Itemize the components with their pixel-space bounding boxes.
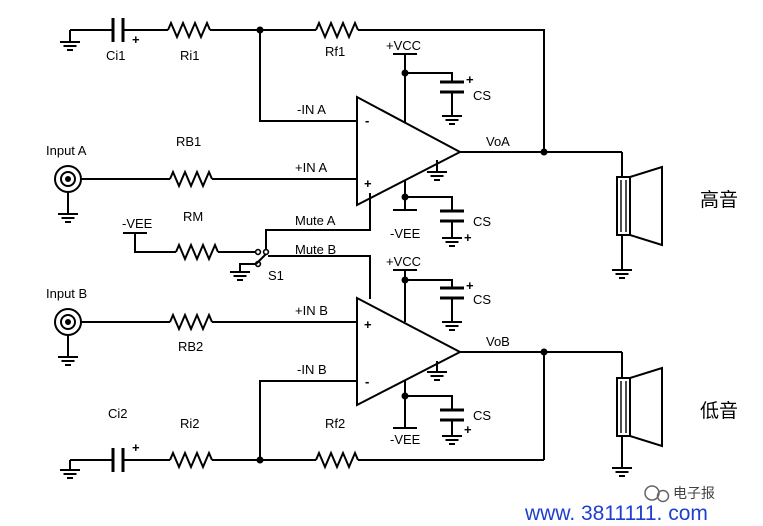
plus-cs2: + xyxy=(464,230,472,245)
resistor-rb1 xyxy=(169,169,213,189)
label-vcc-top: +VCC xyxy=(386,38,421,53)
capacitor-cs4 xyxy=(440,408,464,422)
label-rf1: Rf1 xyxy=(325,44,345,59)
label-vcc-bot: +VCC xyxy=(386,254,421,269)
label-mute-a: Mute A xyxy=(295,213,336,228)
label-in-b-pos: +IN B xyxy=(295,303,328,318)
label-in-b-neg: -IN B xyxy=(297,362,327,377)
wire-mute-a xyxy=(265,193,371,252)
label-rb2: RB2 xyxy=(178,339,203,354)
label-vee-left: -VEE xyxy=(122,216,153,231)
ground-cs2 xyxy=(441,237,463,247)
op-amp-a xyxy=(356,95,463,207)
resistor-rb2 xyxy=(169,312,213,332)
plus-amp-b: + xyxy=(364,317,372,332)
label-in-a-neg: -IN A xyxy=(297,102,326,117)
input-b-jack xyxy=(54,308,82,336)
label-cs2: CS xyxy=(473,214,491,229)
label-cs1: CS xyxy=(473,88,491,103)
label-ri1: Ri1 xyxy=(180,48,200,63)
watermark-brand: 电子报 xyxy=(673,486,715,502)
label-rm: RM xyxy=(183,209,203,224)
label-cs3: CS xyxy=(473,292,491,307)
ground-spk-b xyxy=(611,467,633,477)
speaker-tweeter xyxy=(616,165,663,247)
plus-ci2: + xyxy=(132,440,140,455)
resistor-rm xyxy=(175,242,219,262)
ground-s1 xyxy=(229,271,251,281)
minus-amp-a: - xyxy=(365,113,369,128)
watermark-url: www. 3811111. com xyxy=(524,502,708,525)
wire-cs2 xyxy=(405,196,453,211)
wire-feedback-a xyxy=(358,29,545,152)
label-vob: VoB xyxy=(486,334,510,349)
wire-cs1 xyxy=(405,72,453,82)
plus-ci1: + xyxy=(132,32,140,47)
label-cs4: CS xyxy=(473,408,491,423)
minus-amp-b: - xyxy=(365,374,369,389)
plus-cs4: + xyxy=(464,422,472,437)
resistor-rf1 xyxy=(315,20,359,40)
capacitor-ci1 xyxy=(111,18,125,42)
label-s1: S1 xyxy=(268,268,284,283)
resistor-ri1 xyxy=(167,20,211,40)
label-vee-bot: -VEE xyxy=(390,432,421,447)
wire-inv-a xyxy=(259,30,357,122)
label-rb1: RB1 xyxy=(176,134,201,149)
junction-voa xyxy=(540,148,548,156)
wire-cs4 xyxy=(405,395,453,410)
capacitor-cs2 xyxy=(440,209,464,223)
wire-s1-gnd xyxy=(239,263,256,272)
ground-input-a xyxy=(57,213,79,223)
speaker-woofer xyxy=(616,366,663,448)
ground-cs1 xyxy=(441,115,463,125)
capacitor-ci2 xyxy=(111,448,125,472)
ground-cs3 xyxy=(441,321,463,331)
op-amp-b xyxy=(356,296,463,407)
switch-s1 xyxy=(254,248,270,268)
label-input-b: Input B xyxy=(46,286,87,301)
label-vee-top: -VEE xyxy=(390,226,421,241)
label-ri2: Ri2 xyxy=(180,416,200,431)
label-rf2: Rf2 xyxy=(325,416,345,431)
label-woofer: 低音 xyxy=(700,400,738,422)
label-in-a-pos: +IN A xyxy=(295,160,327,175)
ground-ci2 xyxy=(59,460,81,479)
plus-amp-a: + xyxy=(364,176,372,191)
ground-input-b xyxy=(57,356,79,366)
wire-mute-b xyxy=(268,255,371,299)
plus-cs3: + xyxy=(466,278,474,293)
label-tweeter: 高音 xyxy=(700,189,738,211)
plus-cs1: + xyxy=(466,72,474,87)
capacitor-cs1 xyxy=(440,80,464,94)
wire-cs3 xyxy=(405,279,453,288)
ground-ci1 xyxy=(59,30,81,51)
ground-spk-a xyxy=(611,269,633,279)
resistor-rf2 xyxy=(315,450,359,470)
label-input-a: Input A xyxy=(46,143,87,158)
wire-vee-left xyxy=(134,233,176,253)
capacitor-cs3 xyxy=(440,286,464,300)
label-ci2: Ci2 xyxy=(108,406,128,421)
ground-amp-b xyxy=(426,371,448,381)
label-voa: VoA xyxy=(486,134,510,149)
watermark-logo-icon xyxy=(644,485,670,503)
ground-cs4 xyxy=(441,435,463,445)
input-a-jack xyxy=(54,165,82,193)
ground-amp-a xyxy=(426,171,448,181)
resistor-ri2 xyxy=(169,450,213,470)
label-ci1: Ci1 xyxy=(106,48,126,63)
wire-inv-b xyxy=(259,380,357,460)
label-mute-b: Mute B xyxy=(295,242,336,257)
